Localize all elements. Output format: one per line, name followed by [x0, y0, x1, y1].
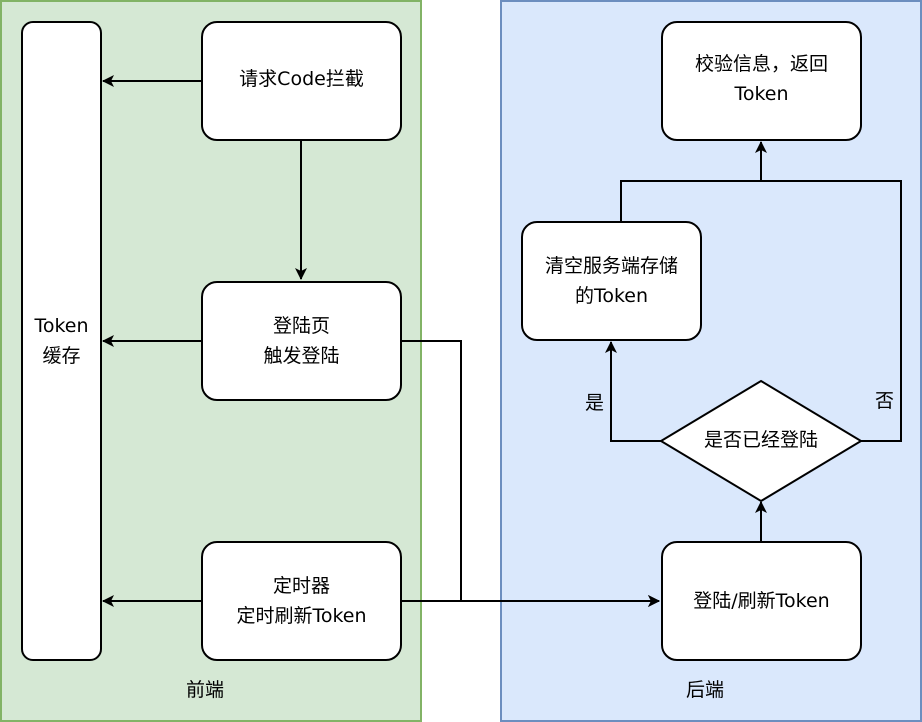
- clear-server-token-node[interactable]: 清空服务端存储 的Token: [521, 221, 702, 341]
- frontend-title: 前端: [186, 679, 225, 701]
- request-intercept-node[interactable]: 请求Code拦截: [201, 21, 402, 141]
- backend-title: 后端: [686, 679, 725, 701]
- edge-label-no: 否: [875, 390, 895, 412]
- timer-node[interactable]: 定时器 定时刷新Token: [201, 541, 402, 661]
- verify-return-node[interactable]: 校验信息，返回 Token: [661, 21, 862, 141]
- login-refresh-node[interactable]: 登陆/刷新Token: [661, 541, 862, 661]
- decision-label: 是否已经登陆: [703, 429, 818, 451]
- request-intercept-label: 请求Code拦截: [239, 68, 364, 90]
- clear-server-token-label: 清空服务端存储 的Token: [544, 255, 678, 307]
- login-refresh-label: 登陆/刷新Token: [693, 590, 830, 612]
- edge-label-yes: 是: [585, 392, 605, 414]
- login-page-label: 登陆页 触发登陆: [263, 315, 340, 367]
- token-cache-node[interactable]: Token 缓存: [21, 21, 102, 661]
- login-page-node[interactable]: 登陆页 触发登陆: [201, 281, 402, 401]
- token-cache-label: Token 缓存: [34, 315, 89, 367]
- timer-label: 定时器 定时刷新Token: [236, 575, 367, 627]
- verify-return-label: 校验信息，返回 Token: [694, 53, 828, 105]
